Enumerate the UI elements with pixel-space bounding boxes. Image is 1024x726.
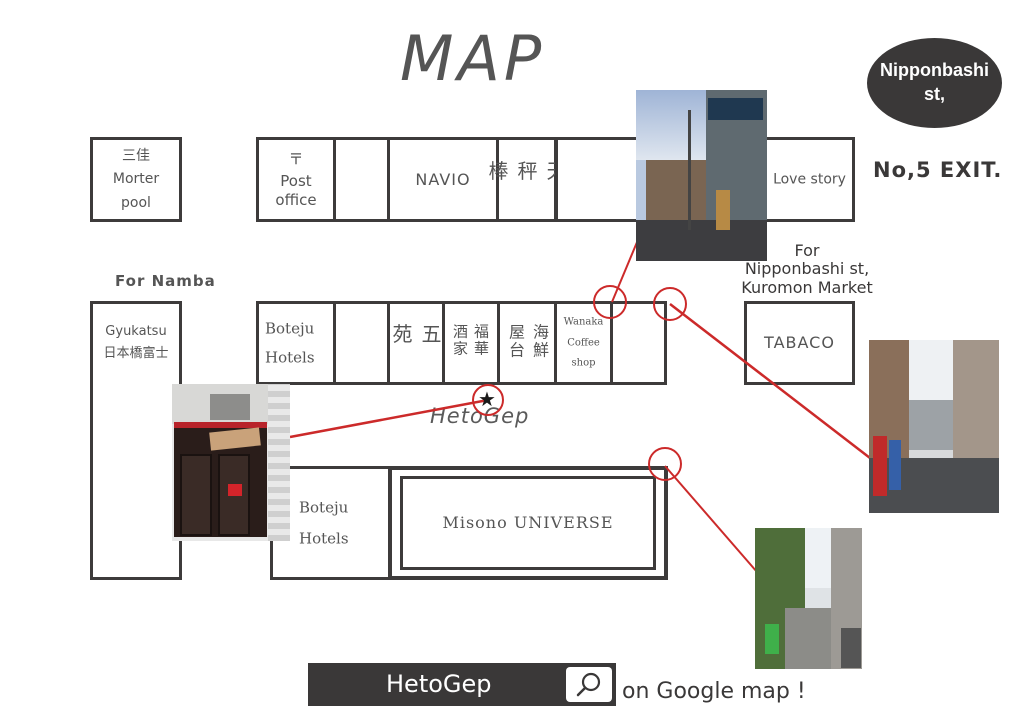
search-query-text: HetoGep	[386, 670, 492, 698]
destination-star-marker: ★	[478, 387, 496, 411]
block-gyukatsu: Gyukatsu 日本橋富士	[90, 301, 182, 385]
for-nipponbashi-line1: For	[794, 241, 820, 260]
navio-label: NAVIO	[415, 169, 471, 189]
wanaka-line2: Coffee	[567, 336, 600, 348]
mortar-pool-line2: pool	[121, 194, 151, 211]
boteju-bottom-line1: Boteju	[299, 498, 349, 517]
for-nipponbashi-label: For Nipponbashi st, Kuromon Market	[712, 241, 902, 297]
block-boteju-hotels-bottom: Boteju Hotels	[270, 466, 391, 580]
goen-label: 五苑	[389, 323, 442, 346]
block-love-story: Love story	[764, 137, 855, 222]
marker-circle-alley-right	[653, 287, 687, 321]
misono-label: Misono UNIVERSE	[442, 513, 614, 532]
for-nipponbashi-line2: Nipponbashi st,	[744, 259, 870, 279]
mortar-pool-jp: 三佳	[122, 147, 150, 164]
block-post-office: 〒 Post office	[256, 137, 336, 222]
block-fukka-shuka: 福華酒家	[442, 301, 500, 385]
fukka-shuka-label: 福華酒家	[451, 323, 490, 358]
gyukatsu-line2: 日本橋富士	[103, 346, 169, 361]
exit-label: No,5 EXIT.	[873, 158, 1003, 182]
search-bar[interactable]: HetoGep	[308, 663, 616, 706]
wanaka-line3: shop	[571, 357, 596, 369]
block-empty-1	[333, 137, 390, 222]
pointer-line-destination	[289, 398, 489, 439]
post-office-line1: Post	[280, 172, 312, 191]
boteju-top-line1: Boteju	[265, 319, 315, 338]
tabaco-label: TABACO	[764, 333, 835, 352]
exit-badge: Nipponbashi st,	[867, 38, 1002, 128]
pointer-line-alley-bottom	[664, 465, 758, 573]
post-office-symbol: 〒	[288, 149, 304, 168]
mortar-pool-line1: Morter	[112, 170, 160, 187]
boteju-top-line2: Hotels	[265, 348, 315, 366]
block-wanaka: Wanaka Coffee shop	[554, 301, 613, 385]
gyukatsu-line1: Gyukatsu	[105, 323, 167, 339]
google-map-note: on Google map !	[622, 679, 806, 704]
map-title: MAP	[400, 22, 546, 95]
boteju-bottom-line2: Hotels	[299, 529, 349, 547]
block-kaisen-yatai: 海鮮屋台	[497, 301, 557, 385]
love-story-label: Love story	[773, 170, 846, 187]
marker-circle-alley-bottom	[648, 447, 682, 481]
alley-photo-right	[869, 340, 999, 513]
alley-photo-bottom	[755, 528, 862, 669]
block-mortar-pool: 三佳 Morter pool	[90, 137, 182, 222]
block-misono-universe: Misono UNIVERSE	[388, 466, 668, 580]
search-button[interactable]	[566, 667, 612, 702]
block-empty-2	[555, 137, 645, 222]
exit-badge-line1: Nipponbashi	[880, 60, 989, 80]
for-nipponbashi-line3: Kuromon Market	[741, 277, 873, 297]
block-boteju-hotels-top: Boteju Hotels	[256, 301, 336, 385]
wanaka-line1: Wanaka	[563, 316, 604, 328]
post-office-line2: office	[275, 190, 317, 209]
block-tabaco: TABACO	[744, 301, 855, 385]
street-view-photo-top	[636, 90, 767, 261]
pointer-line-street-top	[611, 234, 641, 303]
exit-badge-line2: st,	[923, 84, 945, 105]
for-namba-label: For Namba	[115, 272, 216, 290]
kaisen-yatai-label: 海鮮屋台	[506, 323, 549, 360]
pointer-line-alley-right	[669, 303, 871, 459]
marker-circle-street-top	[593, 285, 627, 319]
shop-front-photo	[172, 384, 290, 541]
search-icon	[576, 672, 601, 697]
marker-circle-destination	[472, 384, 504, 416]
